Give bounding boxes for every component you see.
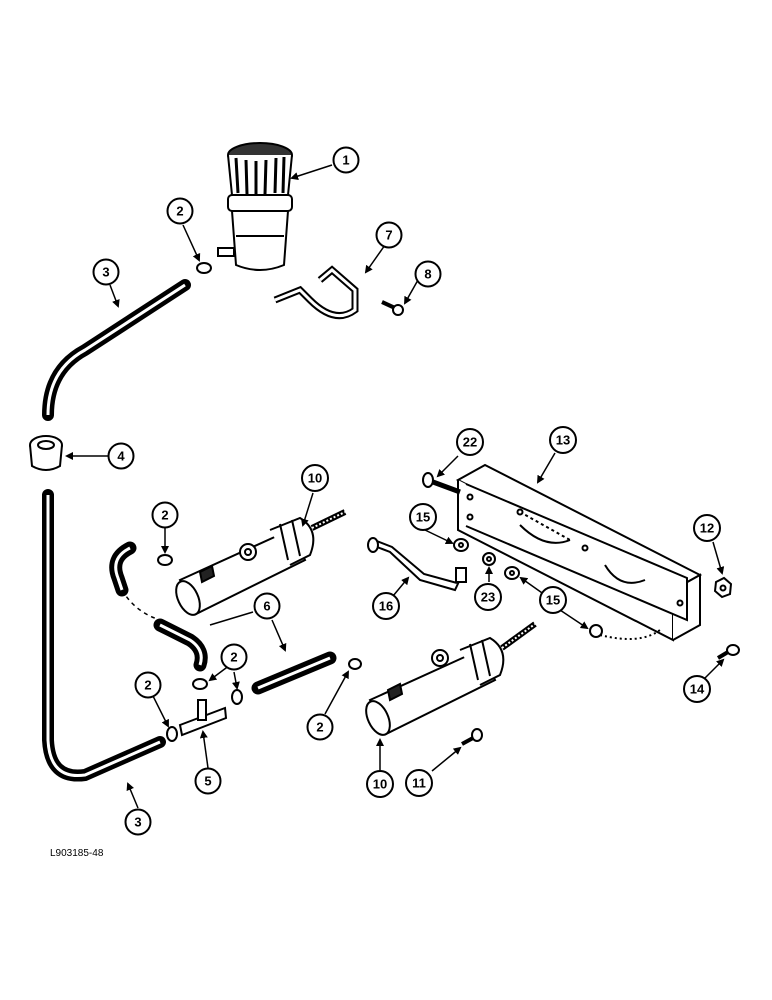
- callout-2: 2: [306, 713, 334, 741]
- callout-2: 2: [166, 197, 194, 225]
- callout-7: 7: [375, 221, 403, 249]
- callout-3: 3: [124, 808, 152, 836]
- callout-14: 14: [683, 675, 711, 703]
- callout-4: 4: [107, 442, 135, 470]
- callout-6: 6: [253, 592, 281, 620]
- svg-text:7: 7: [385, 228, 392, 243]
- hose-part-3-lower: [42, 489, 166, 782]
- leader-lines: [65, 164, 725, 809]
- svg-text:12: 12: [700, 521, 714, 536]
- callout-5: 5: [194, 767, 222, 795]
- bolt-part-8: [381, 300, 404, 316]
- callout-10: 10: [366, 770, 394, 798]
- nut-part-12: [713, 576, 733, 599]
- svg-text:2: 2: [230, 650, 237, 665]
- grommet-part-4: [29, 435, 63, 471]
- brake-tube-part-16: [367, 537, 467, 592]
- hose-part-3-upper: [42, 279, 191, 421]
- svg-text:2: 2: [161, 508, 168, 523]
- callout-12: 12: [693, 514, 721, 542]
- svg-text:16: 16: [379, 599, 393, 614]
- master-cylinder-part-10-lower: [365, 621, 537, 736]
- callout-10: 10: [301, 464, 329, 492]
- svg-text:23: 23: [481, 590, 495, 605]
- hose-part-6-lower: [251, 651, 337, 695]
- callout-1: 1: [332, 146, 360, 174]
- svg-text:3: 3: [102, 265, 109, 280]
- callout-2: 2: [151, 501, 179, 529]
- svg-text:14: 14: [690, 682, 705, 697]
- tee-fitting-part-5: [178, 699, 228, 737]
- bolt-part-22: [422, 472, 461, 495]
- housing-part-13: [455, 463, 703, 642]
- callout-23: 23: [474, 583, 502, 611]
- svg-text:2: 2: [176, 204, 183, 219]
- nut-part-15-set: [453, 538, 603, 638]
- svg-text:13: 13: [556, 433, 570, 448]
- svg-text:15: 15: [416, 510, 430, 525]
- clamp-part-2-set: [157, 554, 362, 742]
- callout-3: 3: [92, 258, 120, 286]
- callout-2: 2: [220, 643, 248, 671]
- svg-text:2: 2: [144, 678, 151, 693]
- callout-22: 22: [456, 428, 484, 456]
- svg-text:1: 1: [342, 153, 349, 168]
- svg-text:3: 3: [134, 815, 141, 830]
- svg-text:4: 4: [117, 449, 125, 464]
- bolt-part-11: [461, 728, 483, 746]
- washer-part-23: [482, 552, 496, 566]
- bracket-part-7: [273, 265, 359, 320]
- callout-13: 13: [549, 426, 577, 454]
- callout-2: 2: [134, 671, 162, 699]
- callout-16: 16: [372, 592, 400, 620]
- master-cylinder-part-10-upper: [175, 509, 347, 616]
- svg-text:8: 8: [424, 267, 431, 282]
- svg-text:6: 6: [263, 599, 270, 614]
- callout-15: 15: [409, 503, 437, 531]
- svg-text:22: 22: [463, 435, 477, 450]
- svg-text:11: 11: [412, 776, 426, 791]
- svg-text:10: 10: [308, 471, 322, 486]
- svg-text:2: 2: [316, 720, 323, 735]
- reservoir-part-1: [217, 142, 293, 271]
- svg-text:5: 5: [204, 774, 211, 789]
- callout-11: 11: [405, 769, 433, 797]
- hose-part-6-upper: [109, 541, 208, 672]
- callout-15: 15: [539, 586, 567, 614]
- figure-id: L903185-48: [50, 848, 104, 859]
- bolt-part-14: [716, 644, 740, 660]
- svg-text:10: 10: [373, 777, 387, 792]
- svg-text:15: 15: [546, 593, 560, 608]
- clamp-part-2-top: [196, 262, 212, 274]
- callout-8: 8: [414, 260, 442, 288]
